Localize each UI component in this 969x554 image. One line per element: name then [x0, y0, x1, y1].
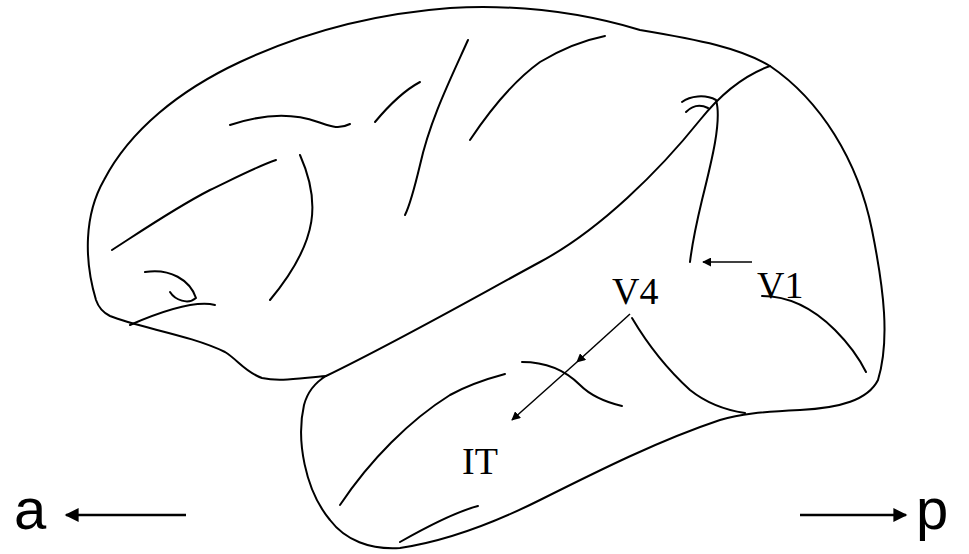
- pathway-arrow: [577, 314, 630, 362]
- pathway-arrow: [703, 261, 752, 263]
- sulcus-line: [405, 40, 468, 215]
- area-label: IT: [462, 442, 498, 480]
- sulcus-line: [270, 155, 312, 300]
- direction-label: a: [14, 480, 46, 538]
- area-label: V1: [757, 266, 803, 304]
- sulcus-line: [340, 374, 505, 505]
- direction-label: p: [916, 480, 948, 538]
- sulcus-line: [686, 106, 708, 112]
- sulcus-line: [522, 362, 622, 406]
- sulcus-line: [470, 36, 605, 140]
- direction-arrow: [800, 514, 906, 517]
- sulcus-line: [400, 506, 478, 542]
- sulcus-line: [230, 116, 350, 127]
- sulcus-line: [375, 82, 420, 122]
- brain-outline: [88, 7, 885, 548]
- pathway-arrow: [512, 362, 577, 420]
- area-label: V4: [612, 272, 658, 310]
- sulcus-line: [762, 296, 866, 372]
- sulcus-line: [326, 66, 770, 376]
- sulcus-line: [130, 304, 215, 325]
- sulcus-line: [112, 160, 276, 250]
- direction-arrow: [66, 514, 186, 517]
- sulcus-line: [682, 96, 718, 262]
- sulcus-line: [145, 271, 196, 301]
- sulcus-line: [632, 318, 745, 413]
